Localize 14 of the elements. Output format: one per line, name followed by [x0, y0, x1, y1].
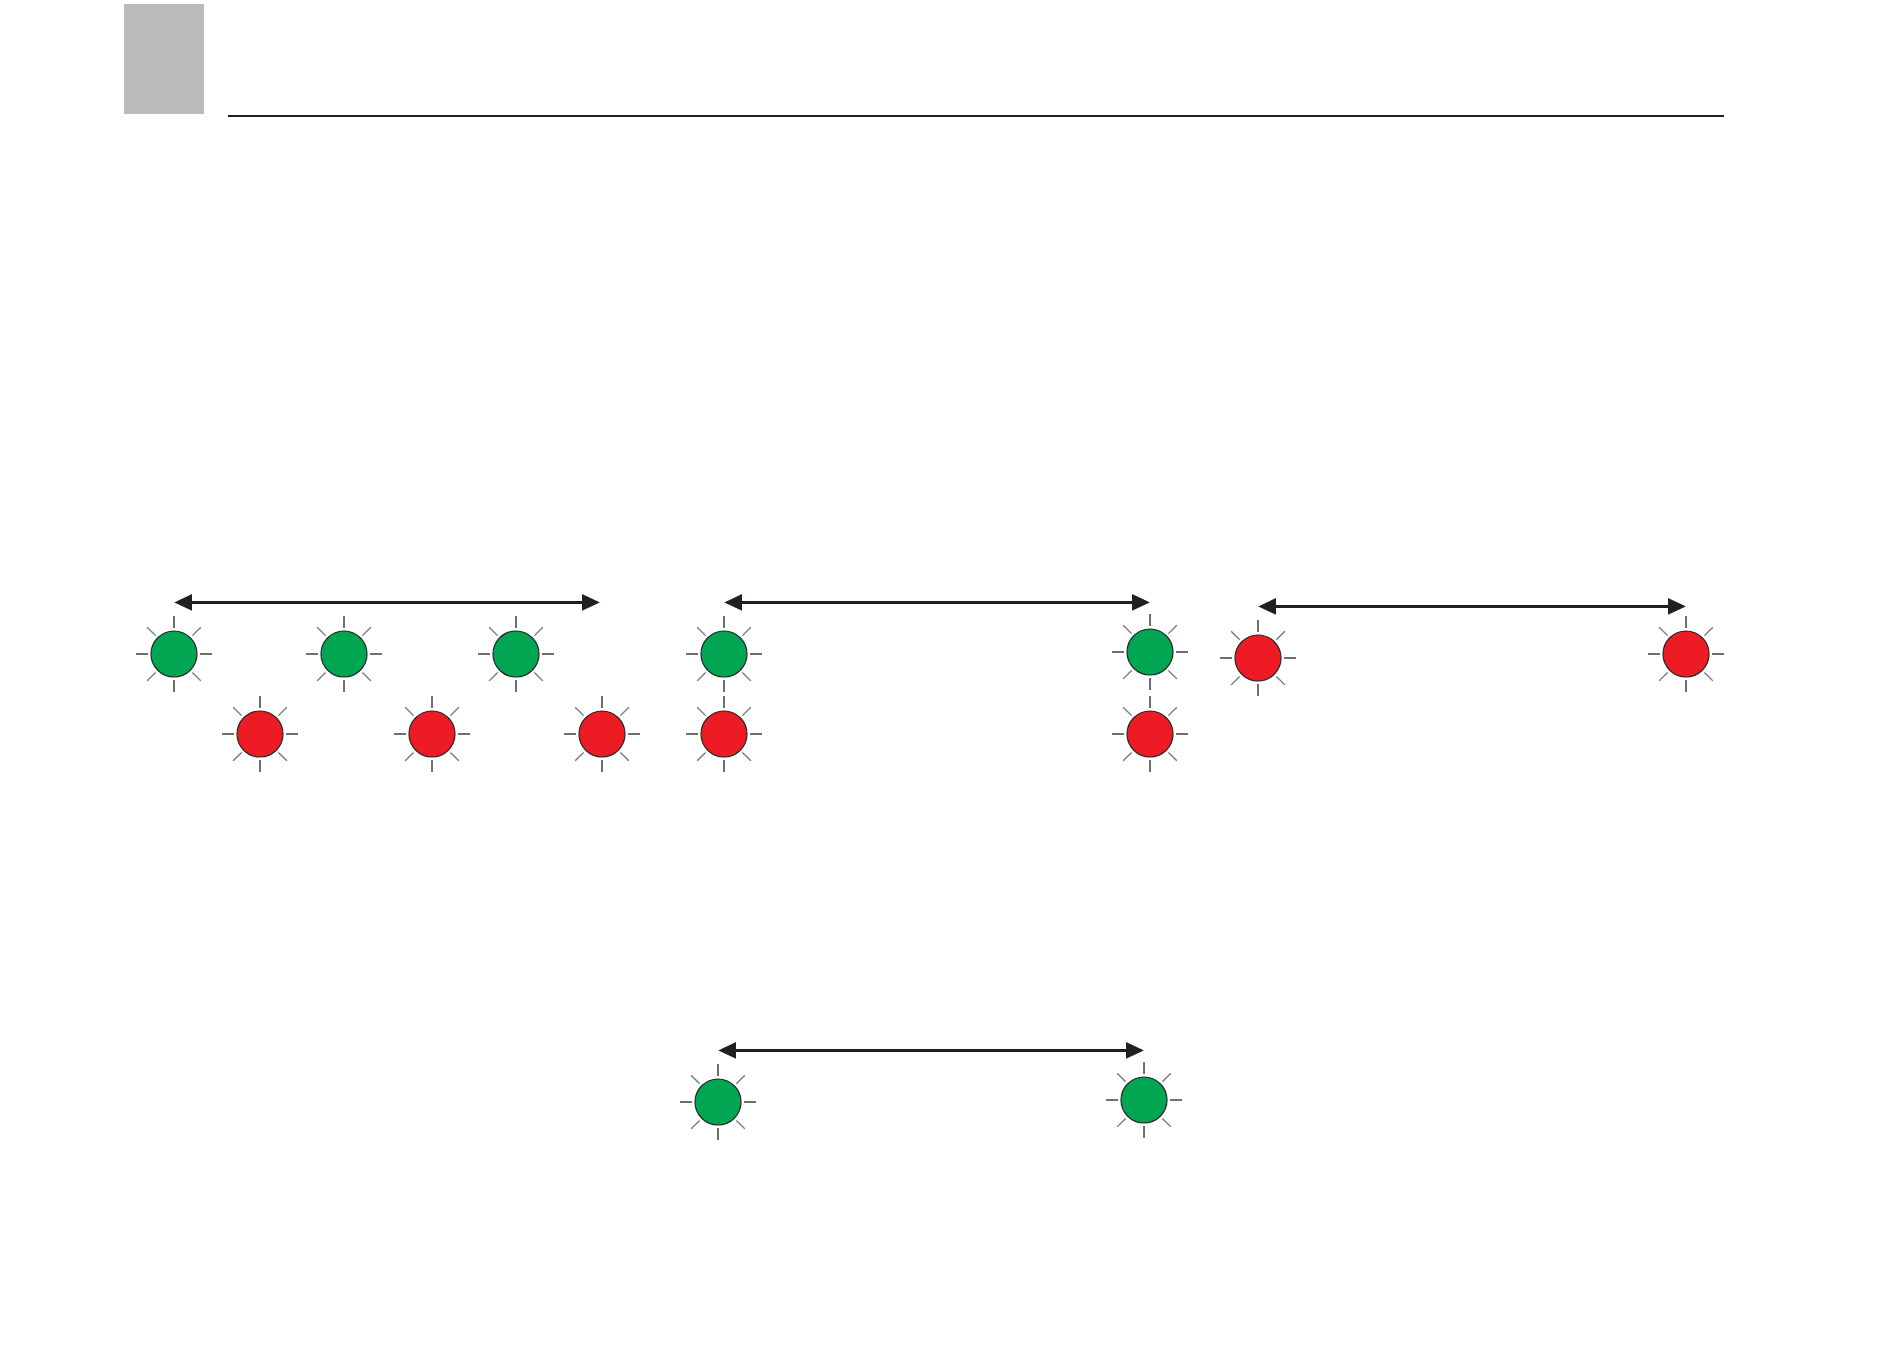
signal-lamp [221, 695, 299, 773]
signal-lamp [393, 695, 471, 773]
signal-lamp [1219, 619, 1297, 697]
signal-lamp [1647, 615, 1725, 693]
signal-lamp [305, 615, 383, 693]
signal-lamp [1105, 1061, 1183, 1139]
signal-lamp [477, 615, 555, 693]
signal-lamp [685, 695, 763, 773]
signal-lamp [685, 615, 763, 693]
signal-lamp [563, 695, 641, 773]
signal-lamp [1111, 613, 1189, 691]
signal-lamp [679, 1063, 757, 1141]
signal-lamp [135, 615, 213, 693]
signal-lamp [1111, 695, 1189, 773]
